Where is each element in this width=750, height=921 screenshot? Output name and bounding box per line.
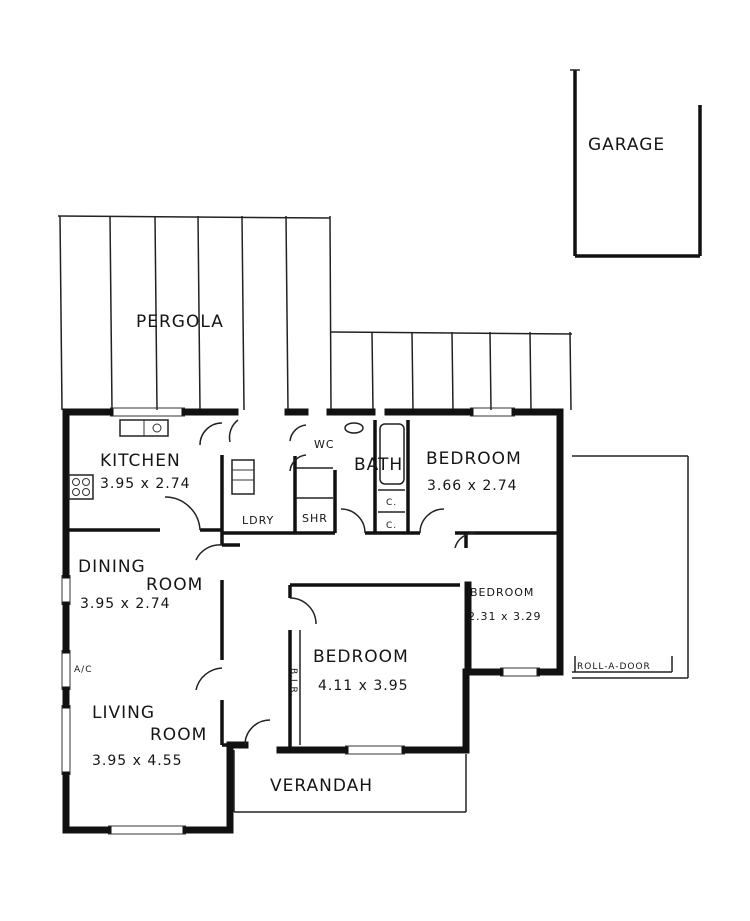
living-room-dimensions: 3.95 x 4.55	[92, 753, 183, 769]
pergola-structure	[57, 215, 573, 411]
bedroom-3-label: BEDROOM	[313, 647, 409, 667]
carport-outline	[572, 455, 689, 679]
laundry-label: LDRY	[242, 514, 274, 527]
dining-room-label-line2: ROOM	[146, 575, 203, 595]
pergola-label: PERGOLA	[136, 312, 224, 332]
door-swings	[164, 419, 476, 746]
laundry-tub	[231, 459, 255, 495]
roll-a-door-label: ROLL-A-DOOR	[577, 662, 651, 672]
kitchen-dimensions: 3.95 x 2.74	[100, 476, 191, 492]
bath-label: BATH	[354, 455, 403, 475]
toilet-fixture	[344, 422, 364, 434]
living-room-label-line1: LIVING	[92, 703, 155, 723]
living-room-label-line2: ROOM	[150, 725, 207, 745]
shower-label: SHR	[302, 512, 328, 525]
bedroom-2-label: BEDROOM	[470, 586, 534, 599]
cupboard-2-label: C.	[386, 521, 397, 531]
built-in-robe-label: B.I.R.	[288, 668, 298, 697]
bathtub	[379, 423, 405, 485]
bedroom-3-dimensions: 4.11 x 3.95	[318, 678, 409, 694]
ac-label: A/C	[74, 665, 92, 675]
verandah-label: VERANDAH	[270, 776, 373, 796]
kitchen-label: KITCHEN	[100, 451, 181, 471]
bedroom-1-dimensions: 3.66 x 2.74	[427, 478, 518, 494]
outer-walls	[62, 408, 564, 834]
dining-room-dimensions: 3.95 x 2.74	[80, 596, 171, 612]
windows	[61, 407, 540, 835]
bedroom-2-dimensions: 2.31 x 3.29	[468, 610, 542, 623]
garage-label: GARAGE	[588, 135, 665, 155]
wc-label: WC	[314, 438, 335, 451]
kitchen-sink	[119, 419, 169, 437]
cupboard-1-label: C.	[386, 498, 397, 508]
stove-icon	[68, 474, 94, 500]
bedroom-1-label: BEDROOM	[426, 449, 522, 469]
dining-room-label-line1: DINING	[78, 557, 146, 577]
garage-outline	[570, 69, 702, 258]
verandah-outline	[233, 750, 467, 813]
